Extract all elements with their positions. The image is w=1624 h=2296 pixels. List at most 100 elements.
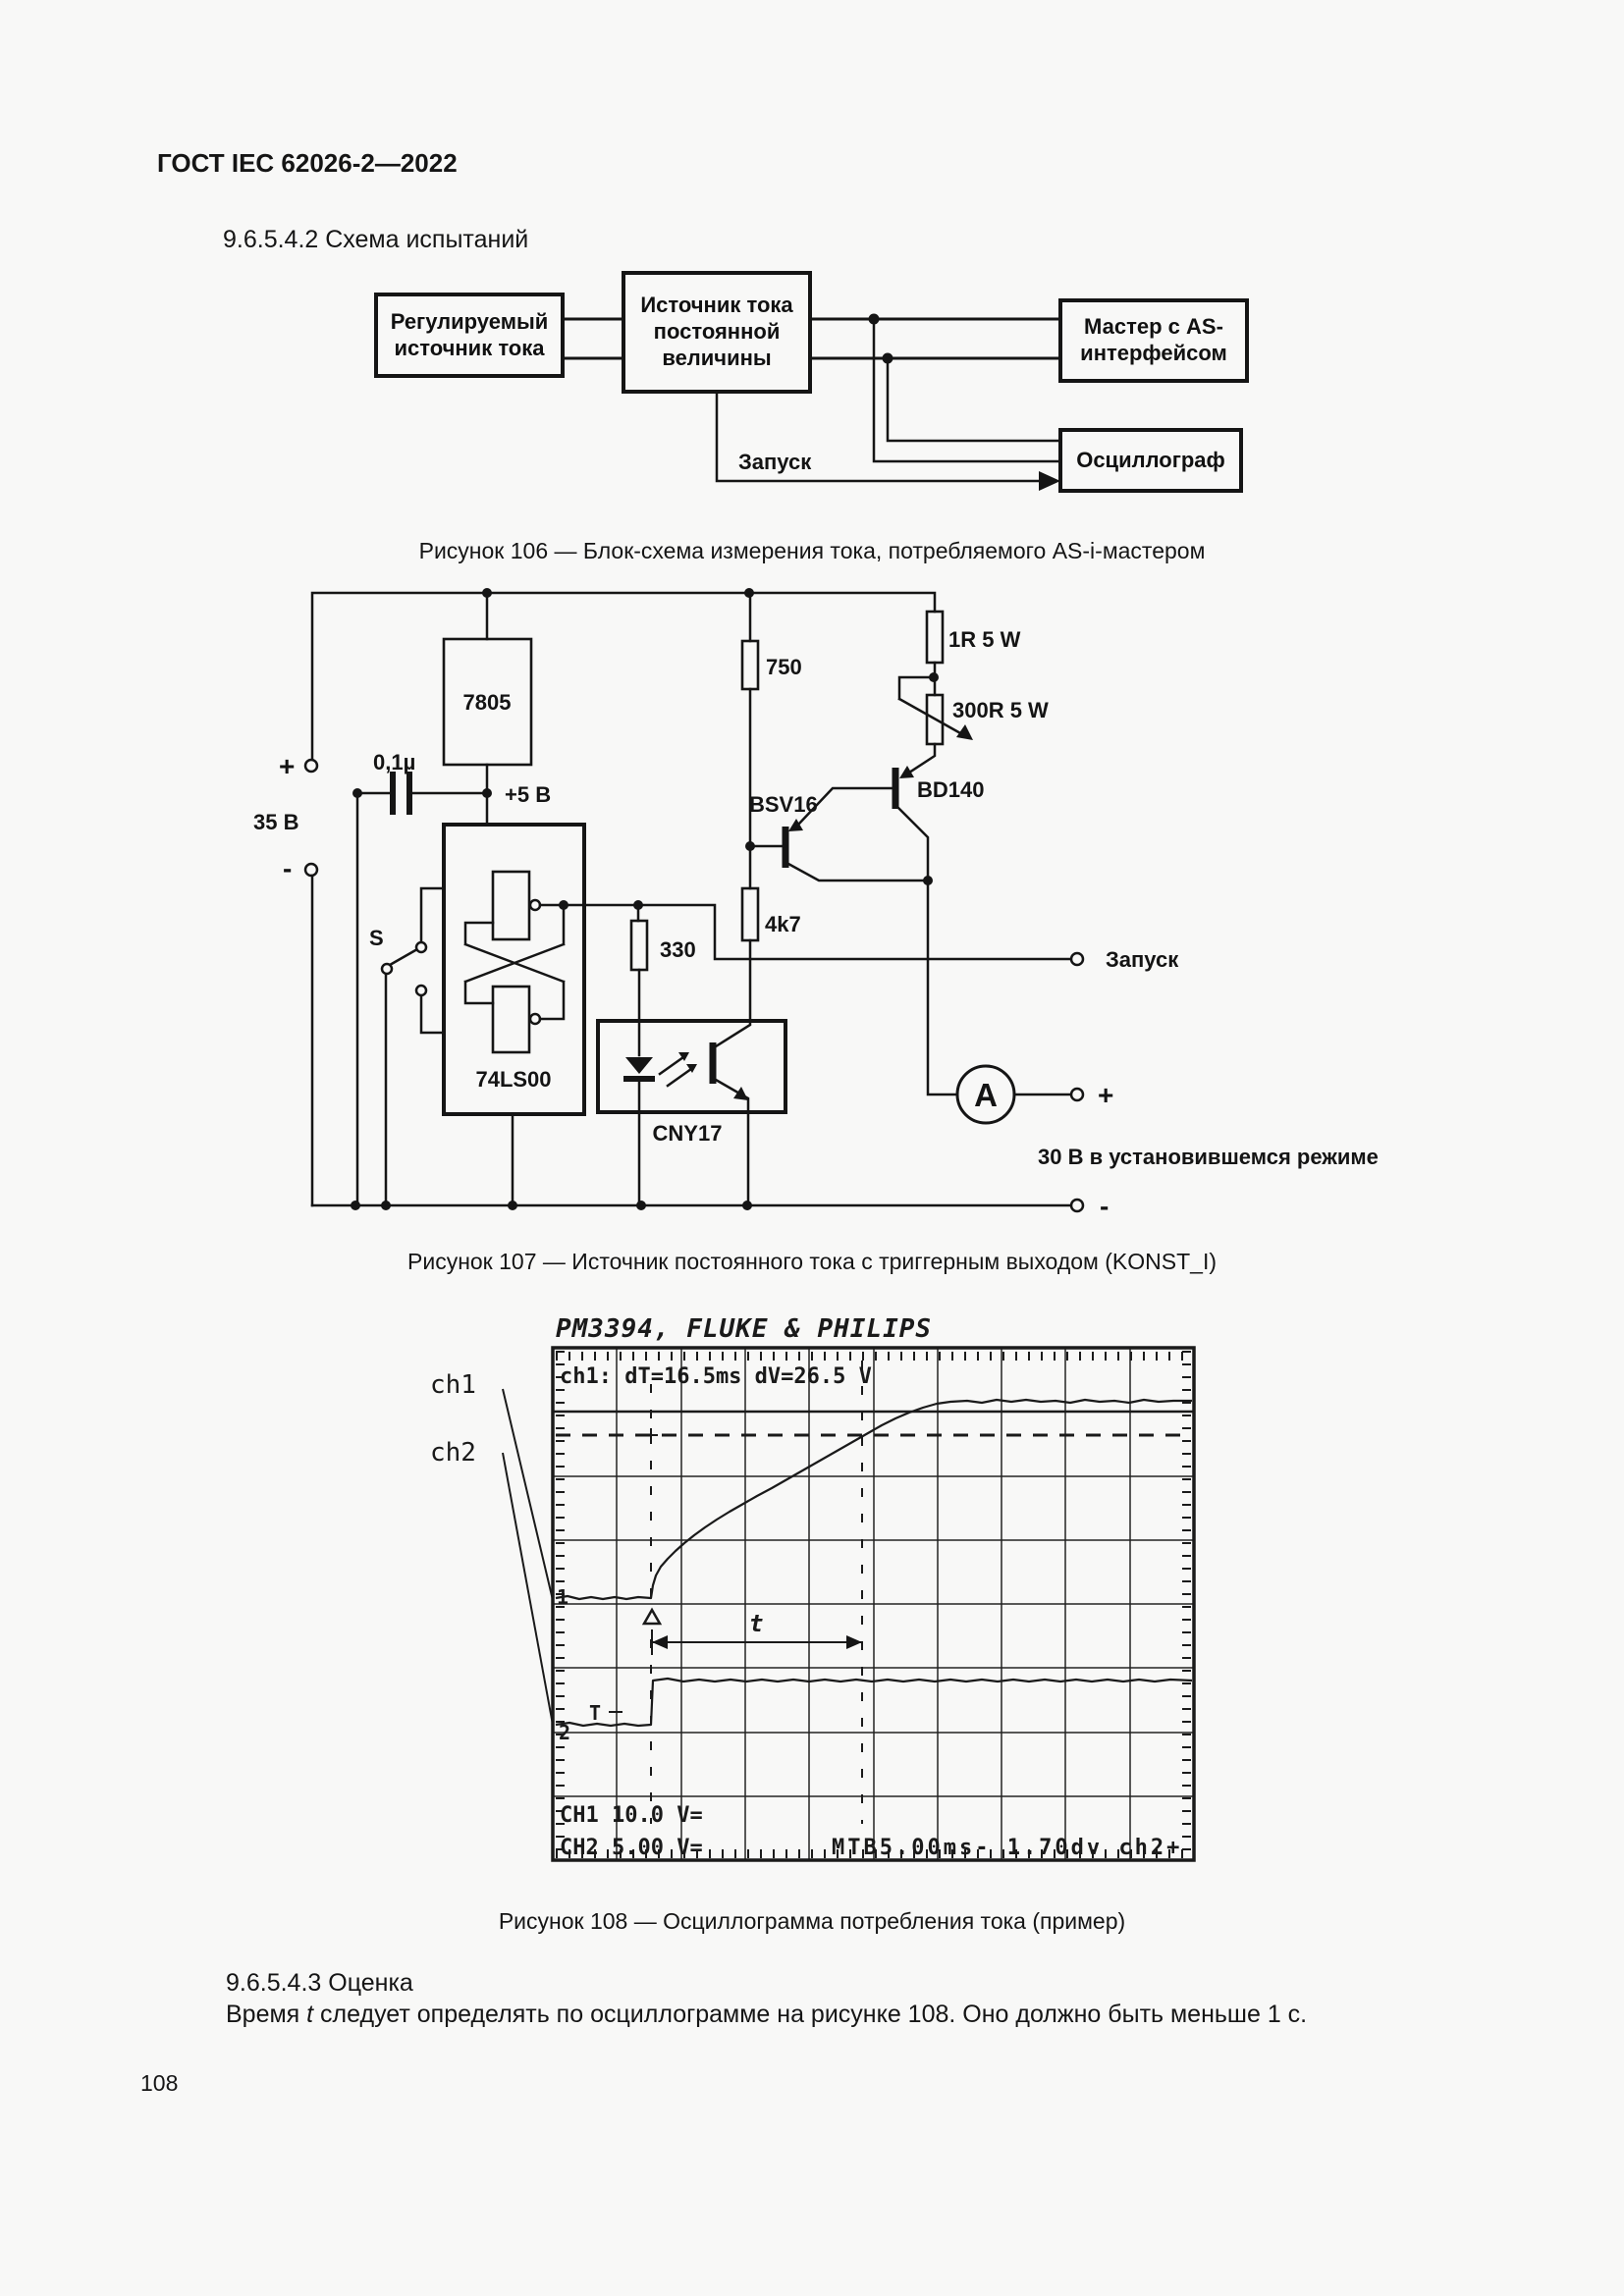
label-minus: - [283,853,292,883]
wire-wiper [897,675,964,736]
photo-emitter-arrow-icon [733,1087,748,1100]
label-5v: +5 В [505,782,551,807]
fig107-schematic: + 35 В - 0,1µ 7805 +5 В 750 1R 5 W 300R … [253,588,1379,1221]
optocoupler-cny17-box [596,1019,787,1114]
fig106-wire-trigger [715,390,1049,483]
t-arrow-right-icon [846,1635,862,1649]
label-1r5w: 1R 5 W [948,627,1021,652]
nand2-output-bubble [528,1012,542,1026]
terminal-out-minus [1069,1198,1085,1213]
fig106-wire-tap1 [872,317,1062,463]
nand-gate-2 [491,985,531,1054]
nand-gate-1 [491,870,531,941]
terminal-35v-plus [303,758,319,774]
fig106-label-as-master: Мастер с AS- интерфейсом [1080,314,1227,365]
capacitor-icon [390,772,412,815]
scope-graticule [553,1348,1194,1860]
body-text-post: следует определять по осциллограмме на р… [313,2001,1308,2028]
ch1-label: ch1 [430,1370,476,1400]
ic-74ls00-box [442,823,586,1116]
terminal-trigger [1069,951,1085,967]
label-330: 330 [660,937,696,962]
resistor-1r5w [925,610,945,665]
scope-ticks-right [1182,1351,1191,1857]
page-number: 108 [140,2070,179,2096]
fig106-trigger-label: Запуск [738,450,812,474]
label-plus: + [279,751,295,781]
switch-contact-top [414,940,428,954]
wire-photo-emitter [714,1078,750,1207]
fig106-wires-right [808,317,1062,360]
fig106-label-regulated-source: Регулируемый источник тока [390,308,549,360]
light-arrows [658,1055,693,1088]
section-eval-body: Время t следует определять по осциллогра… [226,1999,1307,2031]
fig106-label-oscilloscope: Осциллограф [1076,447,1225,472]
section-eval-heading: 9.6.5.4.3 Оценка [226,1969,413,1997]
trigger-marker-icon [641,1607,663,1626]
label-4k7: 4k7 [765,912,801,936]
t-arrow-left-icon [652,1635,668,1649]
wiper-arrow-icon [956,724,973,740]
label-out-minus: - [1100,1191,1109,1221]
fig106-label-constant-source: Источник тока постоянной величины [640,293,793,370]
switch-contact-bottom [414,984,428,997]
label-30v: 30 В в установившемся режиме [1038,1145,1379,1169]
fig107-junction-dots [351,588,939,1210]
wire-latch-cross [463,903,566,1021]
label-out-plus: + [1098,1080,1113,1110]
ammeter-letter: А [974,1077,998,1113]
light-arrow-icon [686,1064,697,1073]
fig106-caption: Рисунок 106 — Блок-схема измерения тока,… [418,538,1206,563]
scope-ticks-top [556,1352,1190,1361]
wire-750-4k7 [714,591,752,1048]
body-text-pre: Время [226,2001,307,2028]
scope-trace-ch1 [555,1398,1192,1601]
bsv16-emitter-arrow-icon [788,819,803,831]
light-arrow-icon [678,1052,689,1061]
terminal-out-plus [1069,1087,1085,1102]
label-trigger: Запуск [1106,947,1179,972]
wire-bd140-base [797,786,897,826]
nand1-output-bubble [528,898,542,912]
wire-capacitor [355,791,489,1207]
label-750: 750 [766,655,802,679]
fig106-wire-tap2 [886,356,1062,443]
fig108-oscillogram: PM3394, FLUKE & PHILIPS t [430,1314,1196,1862]
scope-ch1-settings: CH1 10.0 V= [560,1803,703,1828]
scope-frame [551,1346,1196,1862]
wire-330 [636,903,641,1057]
terminal-35v-minus [303,862,319,878]
label-300r: 300R 5 W [952,698,1049,722]
label-74ls00: 74LS00 [475,1067,551,1092]
fig107-caption: Рисунок 107 — Источник постоянного тока … [407,1249,1217,1274]
fig106-junction-dot [868,313,880,325]
wire-bsv16-lower [786,862,930,882]
fig106-block-diagram: Запуск [374,271,1249,493]
page-header: ГОСТ IEC 62026-2—2022 [157,148,458,178]
fig106-box-as-master [1058,298,1249,383]
section-test-heading: 9.6.5.4.2 Схема испытаний [223,226,529,253]
label-switch: S [369,926,384,950]
resistor-4k7 [740,886,760,942]
wire-switch [384,886,446,1207]
fig106-wires-left [561,317,625,360]
resistor-750 [740,639,760,691]
scope-readout: ch1: dT=16.5ms dV=26.5 V [560,1364,872,1389]
label-cny17: CNY17 [653,1121,723,1146]
wire-bd140-collector [895,805,959,1096]
scope-title: PM3394, FLUKE & PHILIPS [556,1314,932,1344]
body-text-t: t [306,2001,314,2028]
ch2-pointer-line [502,1452,554,1726]
resistor-330 [629,919,649,972]
scope-trace-ch2 [555,1677,1193,1728]
label-bd140: BD140 [917,777,984,802]
fig106-arrowhead-icon [1039,471,1060,491]
led-icon [625,1057,653,1074]
cursor-cross-icon [644,1428,658,1442]
ch2-label: ch2 [430,1438,476,1468]
fig106-box-regulated-source [374,293,565,378]
fig106-junction-dot [882,352,893,364]
ch1-pointer-line [502,1388,554,1601]
